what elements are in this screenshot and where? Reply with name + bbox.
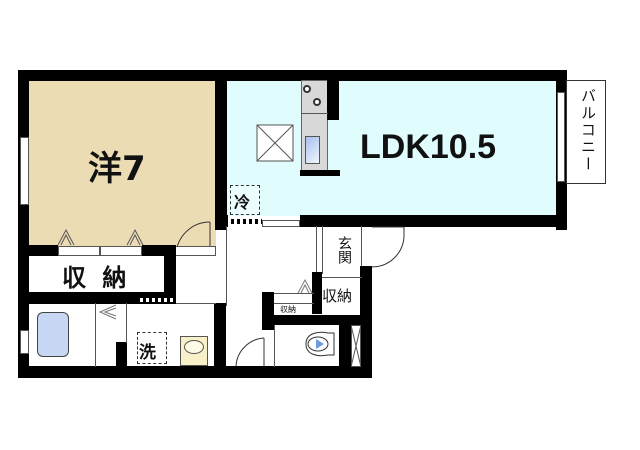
- toilet-left-line: [274, 325, 275, 367]
- wash-stub-line: [126, 303, 127, 343]
- western-room: [28, 80, 216, 250]
- hall-line-3: [226, 226, 227, 306]
- stove-divider: [301, 113, 328, 114]
- washer-space: [137, 332, 167, 364]
- bath-window: [20, 330, 29, 354]
- balcony-label: バルコニー: [579, 88, 597, 173]
- closet-small-label: 収納: [280, 305, 296, 314]
- hall-line-1: [316, 226, 317, 274]
- wall-western-ldk: [215, 70, 227, 230]
- closet-entry-label: 収納: [322, 287, 353, 305]
- wall-closet-right: [164, 245, 176, 303]
- wall-closet-bottom: [18, 292, 176, 304]
- kitchen-bottom-wall: [300, 170, 340, 176]
- entry-closet-top: [322, 277, 362, 278]
- closet-main-label: 収 納: [62, 264, 131, 292]
- wall-toilet-right-stub: [339, 315, 351, 370]
- toilet-door-swing[interactable]: [234, 330, 266, 368]
- stove-burner-1: [303, 85, 311, 93]
- small-closet-top: [274, 293, 314, 294]
- wall-western-bottom-left: [18, 245, 58, 256]
- wash-top-line: [176, 303, 216, 304]
- wall-top: [18, 70, 567, 81]
- fridge-space: [230, 185, 260, 215]
- wall-western-bottom-mid: [142, 245, 176, 256]
- ldk-bottom-opening: [262, 220, 300, 227]
- ldk-room-label: LDK10.5: [360, 128, 497, 166]
- wall-left: [18, 70, 29, 378]
- small-closet-door-marker: [297, 278, 313, 294]
- western-window: [20, 137, 29, 205]
- wall-bottom-right: [224, 366, 372, 378]
- wall-ldk-bottom: [300, 215, 567, 227]
- wash-stub-wall: [116, 342, 127, 367]
- small-closet-mid: [274, 303, 314, 304]
- closet-door-marker-2: [126, 228, 144, 246]
- western-door-threshold: [174, 246, 216, 256]
- bathtub: [37, 312, 69, 357]
- bath-wash-divider: [95, 303, 96, 367]
- entry-door-swing[interactable]: [370, 225, 406, 269]
- wall-wash-right: [214, 303, 226, 378]
- stove-burner-2: [313, 98, 321, 106]
- wall-bottom: [18, 366, 174, 378]
- closet-door-2[interactable]: [100, 246, 142, 256]
- fridge-label: 冷: [234, 193, 251, 212]
- ceiling-vent-box: [256, 124, 294, 162]
- washer-label: 洗: [139, 343, 156, 363]
- vent-marks-1: [140, 298, 174, 302]
- wash-basin-bowl: [184, 340, 204, 354]
- wall-entrance-stub: [312, 272, 322, 314]
- toilet-icon: [305, 331, 335, 357]
- vent-marks-2: [228, 219, 262, 224]
- western-room-label: 洋7: [88, 149, 146, 189]
- balcony: [566, 80, 606, 184]
- wall-toilet-top: [262, 315, 372, 325]
- hall-line-2: [322, 226, 323, 274]
- kitchen-wall: [327, 80, 339, 120]
- entrance-line: [361, 226, 362, 274]
- kitchen-sink: [305, 136, 320, 164]
- toilet-window: [351, 325, 361, 367]
- closet-door-marker-1: [57, 228, 75, 246]
- ldk-balcony-window: [557, 92, 565, 182]
- entrance-label: 玄関: [336, 236, 352, 264]
- closet-door-1[interactable]: [58, 246, 100, 256]
- bath-door-marker: [98, 304, 117, 320]
- wall-bottom-mid: [174, 366, 224, 378]
